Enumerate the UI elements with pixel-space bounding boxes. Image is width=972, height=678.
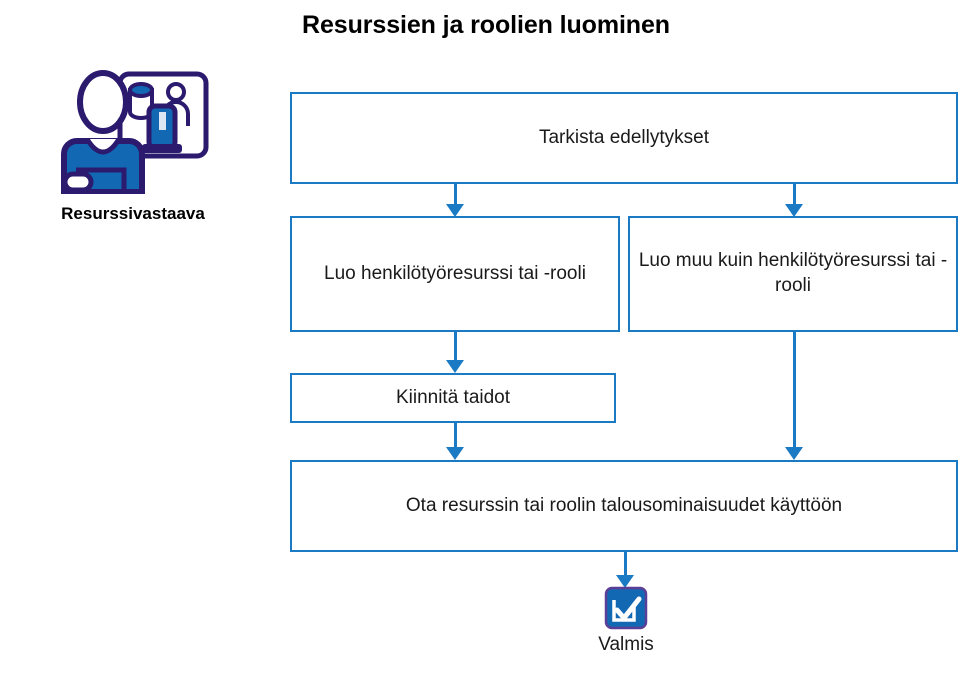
connector-finance-to-end [624, 552, 627, 576]
arrowhead-nonperson-to-finance [785, 447, 803, 460]
page-title: Resurssien ja roolien luominen [302, 11, 670, 39]
arrowhead-finance-to-end [616, 575, 634, 588]
connector-nonperson-to-finance [793, 332, 796, 448]
connector-skills-to-finance [454, 423, 457, 448]
node-ota-talousominaisuudet-kayttoon[interactable]: Ota resurssin tai roolin talousominaisuu… [290, 460, 958, 552]
checkbox-checked-icon [604, 586, 648, 630]
arrowhead-check-to-nonperson [785, 204, 803, 217]
node-tarkista-edellytykset[interactable]: Tarkista edellytykset [290, 92, 958, 184]
node-luo-muu-kuin-henkilotyoresurssi[interactable]: Luo muu kuin henkilötyöresurssi tai -roo… [628, 216, 958, 332]
persona-resource-manager: Resurssivastaava [18, 70, 248, 240]
node-luo-henkilotyoresurssi[interactable]: Luo henkilötyöresurssi tai -rooli [290, 216, 620, 332]
end-node: Valmis [570, 586, 682, 676]
arrowhead-person-to-skills [446, 360, 464, 373]
connector-check-to-person [454, 184, 457, 206]
arrowhead-skills-to-finance [446, 447, 464, 460]
resource-manager-person-icon [54, 70, 210, 195]
connector-person-to-skills [454, 332, 457, 361]
arrowhead-check-to-person [446, 204, 464, 217]
end-node-label: Valmis [598, 634, 654, 655]
persona-label: Resurssivastaava [61, 204, 205, 223]
node-kiinnita-taidot[interactable]: Kiinnitä taidot [290, 373, 616, 423]
connector-check-to-nonperson [793, 184, 796, 206]
